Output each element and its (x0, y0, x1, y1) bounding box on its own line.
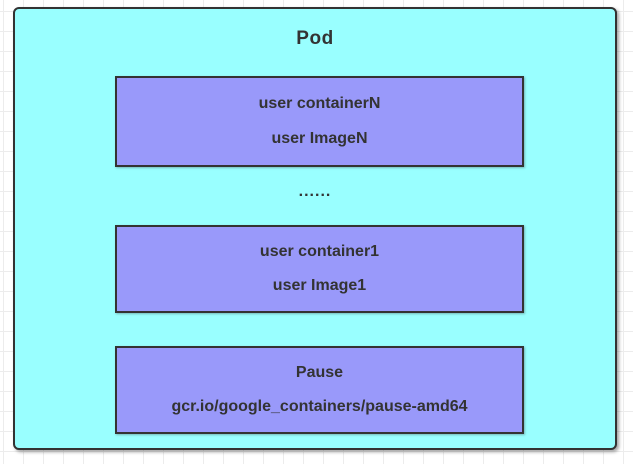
container-name: user containerN (258, 95, 381, 112)
container-name: Pause (295, 364, 344, 381)
pod-box: Pod user containerN user ImageN ...... u… (13, 7, 617, 450)
container-box-user1: user container1 user Image1 (115, 225, 524, 313)
pod-title: Pod (296, 28, 334, 49)
container-box-pause: Pause gcr.io/google_containers/pause-amd… (115, 346, 524, 434)
container-image: user Image1 (272, 277, 367, 294)
container-box-userN: user containerN user ImageN (115, 76, 524, 167)
container-name: user container1 (259, 243, 380, 260)
containers-ellipsis: ...... (298, 183, 332, 200)
container-image: user ImageN (271, 130, 368, 147)
container-image: gcr.io/google_containers/pause-amd64 (171, 398, 468, 415)
